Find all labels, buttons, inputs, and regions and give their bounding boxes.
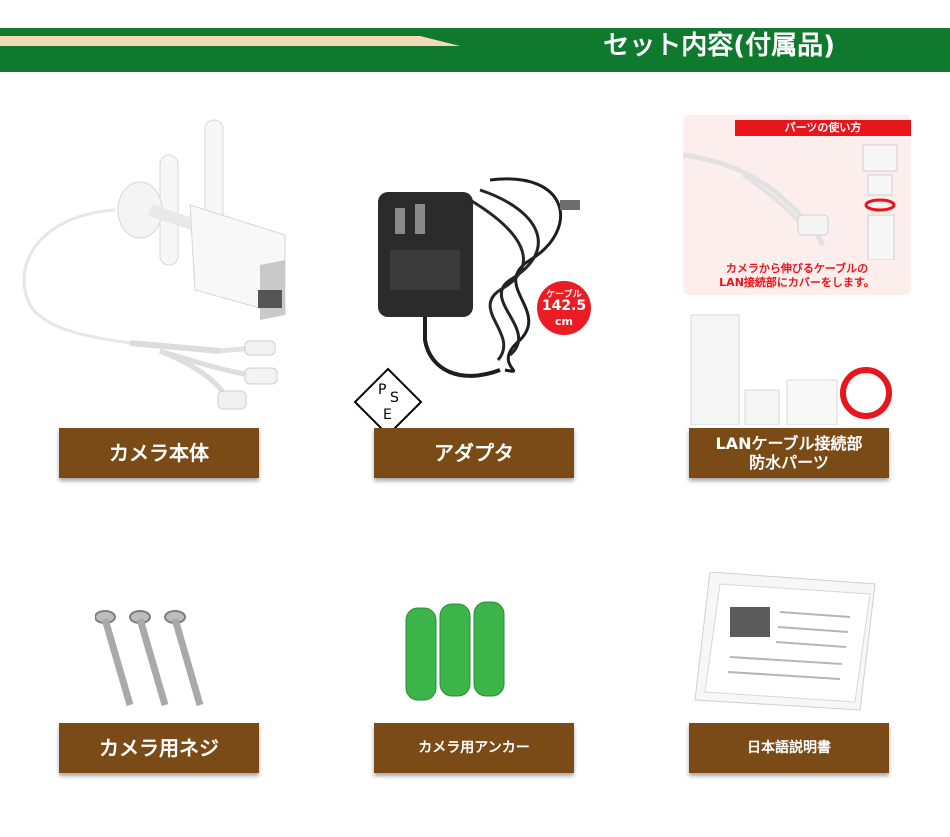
label-camera-screws: カメラ用ネジ [59,723,259,773]
cable-badge-line3: cm [555,315,573,328]
header-shape [0,28,950,72]
header-banner: セット内容(付属品) [0,0,950,72]
label-camera-body: カメラ本体 [59,428,259,478]
usage-panel: パーツの使い方 カメラから伸びるケーブルの LAN接続部にカバーをします。 [683,115,911,295]
label-lan-line2: 防水パーツ [749,453,829,472]
anchors-image [405,601,505,701]
adapter-image [378,177,580,378]
label-japanese-manual: 日本語説明書 [689,723,889,773]
label-adapter: アダプタ [374,428,574,478]
cable-length-badge: ケーブル 142.5 cm [537,281,591,335]
pse-letter-e: E [383,407,392,423]
manual-image [694,572,876,711]
usage-illustration [683,144,898,260]
usage-panel-title: パーツの使い方 [735,120,911,136]
cable-badge-line1: ケーブル [546,290,582,300]
page-title: セット内容(付属品) [603,31,835,61]
pse-letter-p: P [378,382,386,398]
pse-mark-icon: P S E [353,367,423,437]
screws-image [95,610,204,706]
label-lan-waterproof-parts: LANケーブル接続部 防水パーツ [689,428,889,478]
waterproof-parts-image [690,314,892,425]
usage-panel-caption: カメラから伸びるケーブルの LAN接続部にカバーをします。 [719,262,875,289]
cable-badge-line2: 142.5 [541,298,587,314]
pse-letter-s: S [390,390,399,406]
label-camera-anchors: カメラ用アンカー [374,723,574,773]
camera-image [22,119,286,410]
label-lan-line1: LANケーブル接続部 [715,434,863,453]
